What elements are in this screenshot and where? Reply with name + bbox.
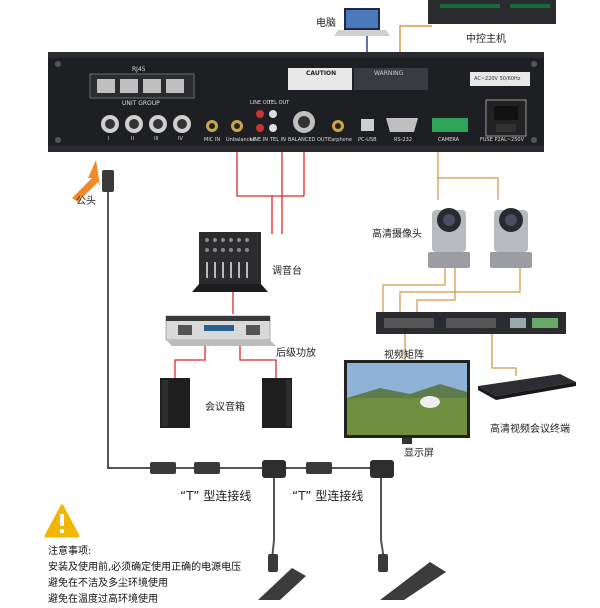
conference-mic-unit	[258, 568, 306, 600]
amplifier-label: 后级功放	[276, 348, 316, 359]
warning-label	[354, 68, 428, 90]
rca-jacks	[256, 110, 277, 132]
camera-label: CAMERA	[438, 137, 460, 143]
controller-unit	[428, 0, 556, 24]
callout-arrow	[72, 160, 100, 202]
notice-title: 注意事项:	[48, 546, 92, 557]
hd-camera-1	[428, 208, 470, 268]
audio-wire-speaker-left	[174, 340, 206, 378]
laptop-label: 电脑	[316, 18, 336, 29]
unbalanced-label: Unbalanced	[226, 137, 256, 143]
camera-terminal	[432, 118, 468, 132]
audio-wire-speaker-right	[239, 340, 277, 378]
warning-text: WARNING	[374, 70, 404, 77]
notice-line: 安装及使用前,必须确定使用正确的电源电压	[48, 562, 242, 573]
hd-camera-label: 高清摄像头	[372, 229, 422, 240]
rj45-ports	[97, 79, 184, 93]
hd-camera-2	[490, 208, 532, 268]
rj45-label: RJ45	[132, 66, 146, 73]
t-cable-drop-1	[271, 478, 275, 561]
cable-plug	[268, 554, 278, 572]
caution-label	[288, 68, 352, 90]
fuse-label: FUSE P2AL~250V	[480, 137, 525, 143]
camera-control-wire	[437, 142, 499, 200]
rs232-port	[386, 118, 418, 132]
video-terminal-label: 高清视频会议终端	[490, 424, 570, 435]
tel-out-label: TEL OUT	[268, 100, 290, 106]
audio-wire-mixer-in	[236, 130, 273, 234]
mic-cable-main	[107, 190, 150, 469]
notice-line: 避免在不洁及多尘环境使用	[48, 578, 168, 589]
speakers-label: 会议音箱	[205, 402, 245, 413]
line-out-label: LINE OUT	[250, 100, 274, 106]
t-cable-label-2: “T” 型连接线	[292, 489, 364, 503]
video-conference-terminal	[478, 374, 576, 396]
conference-mic-unit	[380, 562, 446, 600]
camera-video-wire-2	[399, 268, 521, 312]
notice-line: 避免在温度过高环境使用	[48, 594, 158, 605]
controller-label: 中控主机	[466, 34, 506, 45]
balanced-out-label: BALANCED OUT	[288, 137, 328, 143]
display-label: 显示屏	[404, 448, 434, 459]
t-connector	[370, 460, 394, 478]
unit-group-ports	[101, 115, 191, 133]
unit-group-label: UNIT GROUP	[122, 100, 160, 107]
t-connector	[262, 460, 286, 478]
usb-port	[361, 119, 374, 131]
video-matrix-label: 视频矩阵	[384, 350, 424, 361]
port-num-2: II	[131, 136, 134, 142]
laptop-base	[334, 30, 390, 36]
mic-in-label: MIC IN	[204, 137, 221, 143]
matrix-terminal-wire	[491, 334, 517, 376]
cable-connector	[194, 462, 220, 474]
rs232-label: RS-232	[394, 137, 412, 143]
line-in-label: LINE IN	[250, 137, 268, 143]
male-plug	[102, 170, 114, 192]
cable-connector	[150, 462, 176, 474]
port-num-3: III	[154, 136, 159, 142]
tel-in-label: TEL IN	[270, 137, 286, 143]
port-num-1: I	[108, 136, 110, 142]
caution-text: CAUTION	[306, 70, 337, 77]
cable-connector	[306, 462, 332, 474]
t-cable-label-1: “T” 型连接线	[180, 489, 252, 503]
notice-block: 注意事项: 安装及使用前,必须确定使用正确的电源电压 避免在不洁及多尘环境使用 …	[48, 544, 241, 608]
pc-usb-label: PC-USB	[358, 137, 377, 143]
t-cable-drop-2	[380, 478, 385, 561]
male-plug-label: 公头	[76, 196, 96, 207]
camera-video-wire-1	[382, 268, 446, 312]
earphone-label: Earphone	[328, 137, 352, 143]
ac-label: AC~220V 50/60Hz	[474, 76, 521, 82]
mixer-label: 调音台	[272, 266, 302, 277]
cable-plug	[378, 554, 388, 572]
port-num-4: IV	[178, 136, 183, 142]
